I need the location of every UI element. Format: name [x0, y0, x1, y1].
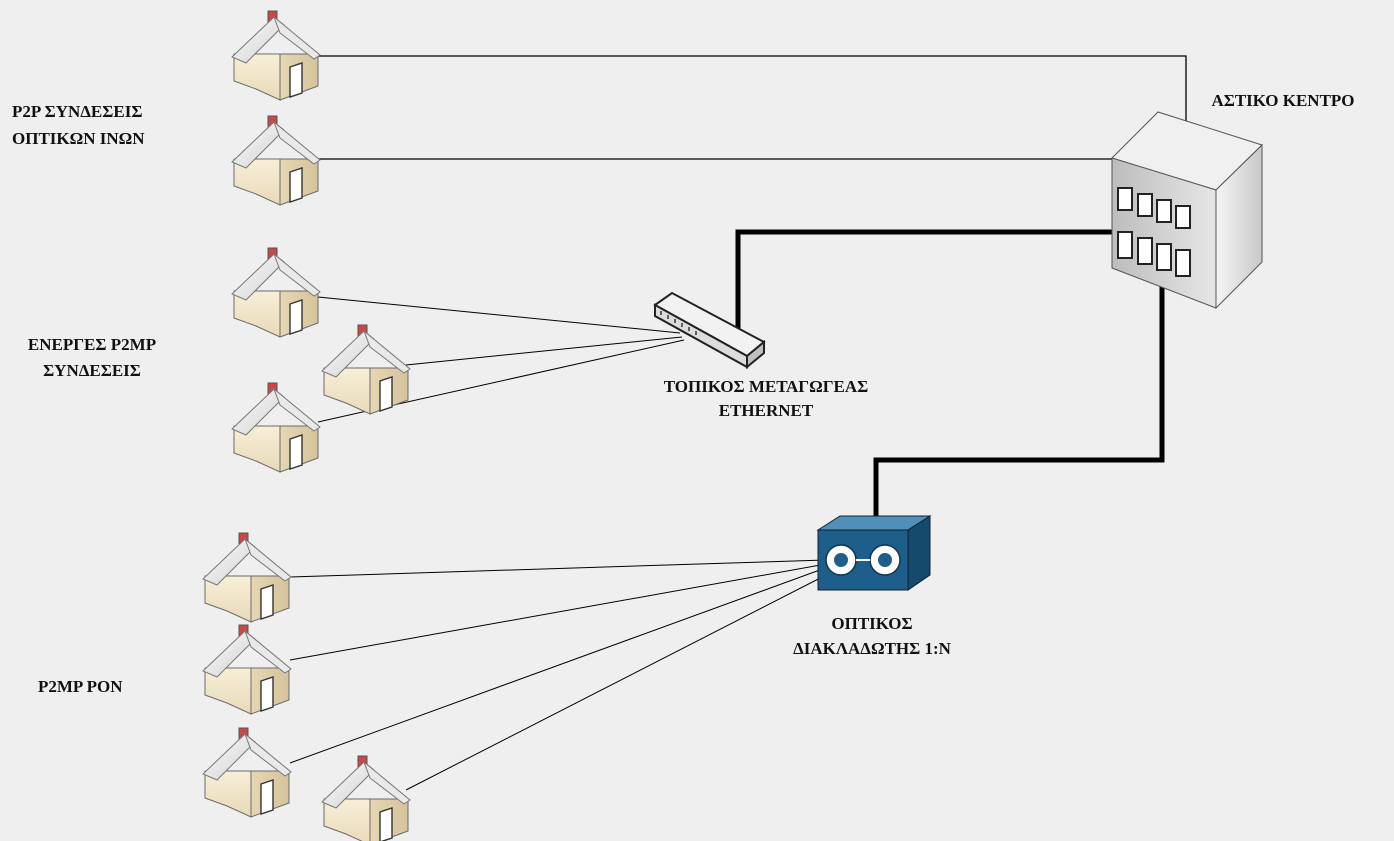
trunk-link-switch	[735, 229, 1112, 330]
pon-label: P2MP PON	[38, 677, 123, 696]
pon-link-3	[289, 566, 829, 764]
pon-links	[289, 559, 833, 791]
p2p-links	[318, 55, 1187, 160]
p2p-label-line2: ΟΠΤΙΚΩΝ ΙΝΩΝ	[12, 129, 145, 148]
building-icon	[1111, 111, 1263, 310]
p2p-link-1	[318, 55, 1187, 150]
active-label-line2: ΣΥΝΔΕΣΕΙΣ	[43, 361, 141, 380]
active-link-2	[405, 336, 683, 366]
center-label: ΑΣΤΙΚΟ ΚΕΝΤΡΟ	[1211, 91, 1354, 110]
pon-link-4	[405, 571, 833, 791]
switch-label-line1: ΤΟΠΙΚΟΣ ΜΕΤΑΓΩΓΕΑΣ	[664, 377, 869, 396]
splitter-label-line2: ΔΙΑΚΛΑΔΩΤΗΣ 1:Ν	[793, 639, 952, 658]
optical-splitter-icon	[816, 515, 932, 591]
pon-link-2	[289, 563, 827, 661]
ethernet-switch-icon	[653, 291, 766, 370]
splitter-label-line1: ΟΠΤΙΚΟΣ	[831, 614, 912, 633]
p2p-label-line1: P2P ΣΥΝΔΕΣΕΙΣ	[12, 102, 142, 121]
active-link-1	[317, 296, 681, 334]
switch-label-line2: ETHERNET	[719, 401, 814, 420]
active-label-line1: ΕΝΕΡΓΕΣ P2MP	[28, 335, 156, 354]
pon-link-1	[289, 559, 827, 578]
trunk-link-splitter	[873, 286, 1165, 516]
trunk-links	[735, 229, 1165, 516]
